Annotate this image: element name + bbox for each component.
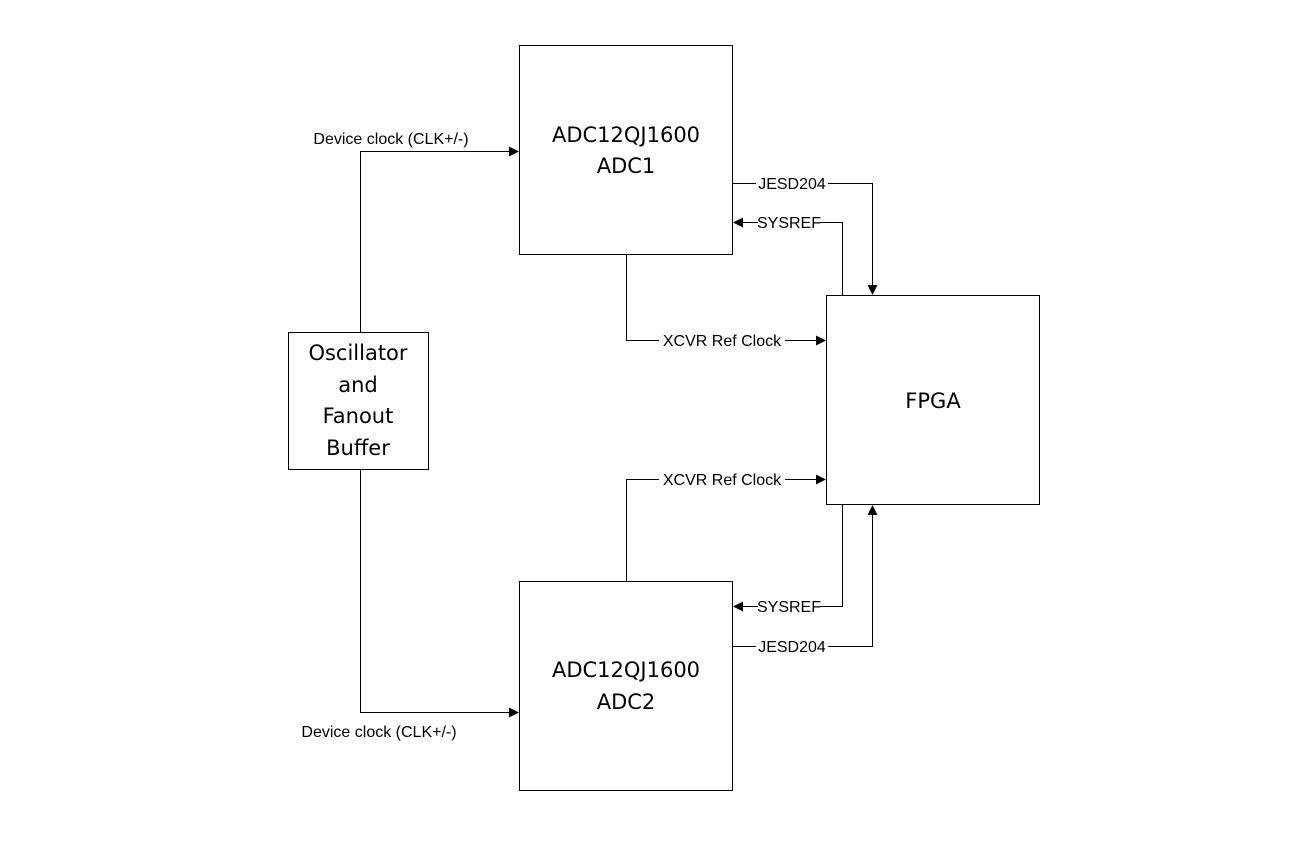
xcvr-ref-clock-bottom-label: XCVR Ref Clock: [663, 472, 782, 489]
arrow-head-icon: [816, 335, 826, 346]
xcvr-ref-clock-adc1-to-fpga: XCVR Ref Clock: [626, 255, 826, 350]
sysref-fpga-to-adc1: SYSREF: [733, 213, 843, 295]
arrow-head-icon: [816, 474, 826, 485]
arrow-head-icon: [509, 707, 519, 718]
xcvr-ref-clock-adc2-to-fpga: XCVR Ref Clock: [626, 470, 826, 581]
device-clock-bottom-label: Device clock (CLK+/-): [301, 724, 456, 741]
sysref-bottom-label: SYSREF: [757, 599, 821, 616]
arrow-head-icon: [867, 505, 878, 515]
jesd204-adc1-to-fpga: JESD204: [733, 174, 878, 295]
adc1-block: ADC12QJ1600 ADC1: [519, 45, 733, 255]
adc2-part-number: ADC12QJ1600: [552, 658, 700, 682]
fpga-block: FPGA: [826, 295, 1040, 505]
oscillator-block: Oscillator and Fanout Buffer: [288, 332, 429, 470]
adc2-block: ADC12QJ1600 ADC2: [519, 581, 733, 791]
oscillator-line-3: Fanout: [323, 404, 394, 428]
adc1-part-number: ADC12QJ1600: [552, 123, 700, 147]
jesd204-bottom-label: JESD204: [758, 639, 826, 656]
device-clock-top-label: Device clock (CLK+/-): [313, 131, 468, 148]
jesd204-top-label: JESD204: [758, 176, 826, 193]
oscillator-line-2: and: [338, 373, 378, 397]
arrow-head-icon: [867, 285, 878, 295]
arrow-head-icon: [733, 217, 743, 228]
arrow-head-icon: [733, 601, 743, 612]
jesd204-adc2-to-fpga: JESD204: [733, 505, 878, 656]
sysref-top-label: SYSREF: [757, 215, 821, 232]
fpga-label: FPGA: [905, 389, 961, 413]
device-clock-to-adc1: Device clock (CLK+/-): [313, 131, 519, 332]
oscillator-line-1: Oscillator: [308, 341, 407, 365]
xcvr-ref-clock-top-label: XCVR Ref Clock: [663, 333, 782, 350]
device-clock-to-adc2: Device clock (CLK+/-): [301, 470, 519, 741]
arrow-head-icon: [509, 146, 519, 157]
adc1-name: ADC1: [597, 154, 656, 178]
oscillator-line-4: Buffer: [326, 436, 390, 460]
adc2-name: ADC2: [597, 690, 656, 714]
sysref-fpga-to-adc2: SYSREF: [733, 505, 843, 616]
